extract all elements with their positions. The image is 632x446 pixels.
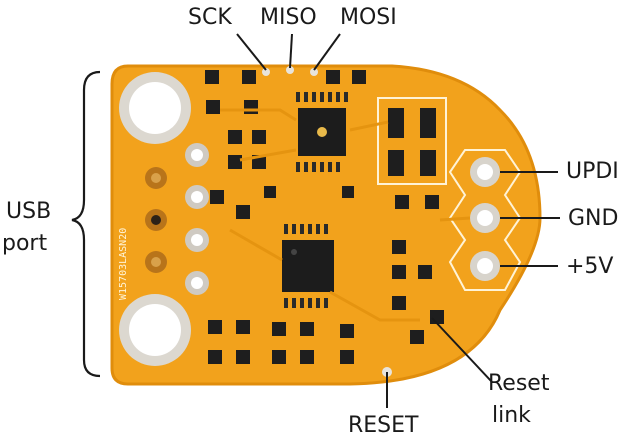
label-port: port bbox=[2, 231, 48, 256]
label-reset: RESET bbox=[348, 413, 419, 438]
mounting-hole-top bbox=[119, 72, 191, 144]
header-silk-frame bbox=[448, 149, 522, 291]
label-usb: USB bbox=[6, 199, 52, 224]
label-gnd: GND bbox=[568, 206, 619, 231]
usb-pads bbox=[145, 143, 209, 295]
ic-bottom bbox=[282, 240, 334, 292]
ic-pins bbox=[284, 92, 348, 308]
test-pads bbox=[262, 66, 392, 377]
ic-top bbox=[298, 108, 346, 156]
board-serial-text: W15703LASN20 bbox=[118, 228, 129, 300]
header-pins bbox=[470, 157, 500, 281]
label-miso: MISO bbox=[260, 5, 317, 30]
label-reset-link: Reset bbox=[488, 371, 550, 396]
smd-pads bbox=[205, 70, 444, 364]
pcb-traces bbox=[220, 108, 471, 322]
silk-box bbox=[377, 97, 447, 185]
label-updi: UPDI bbox=[566, 159, 619, 184]
label-5v: +5V bbox=[566, 254, 614, 279]
mounting-hole-bottom bbox=[119, 294, 191, 366]
label-sck: SCK bbox=[188, 5, 232, 30]
usb-bracket bbox=[71, 70, 101, 378]
label-link: link bbox=[492, 403, 531, 428]
leader-lines bbox=[236, 33, 560, 408]
label-mosi: MOSI bbox=[340, 5, 397, 30]
